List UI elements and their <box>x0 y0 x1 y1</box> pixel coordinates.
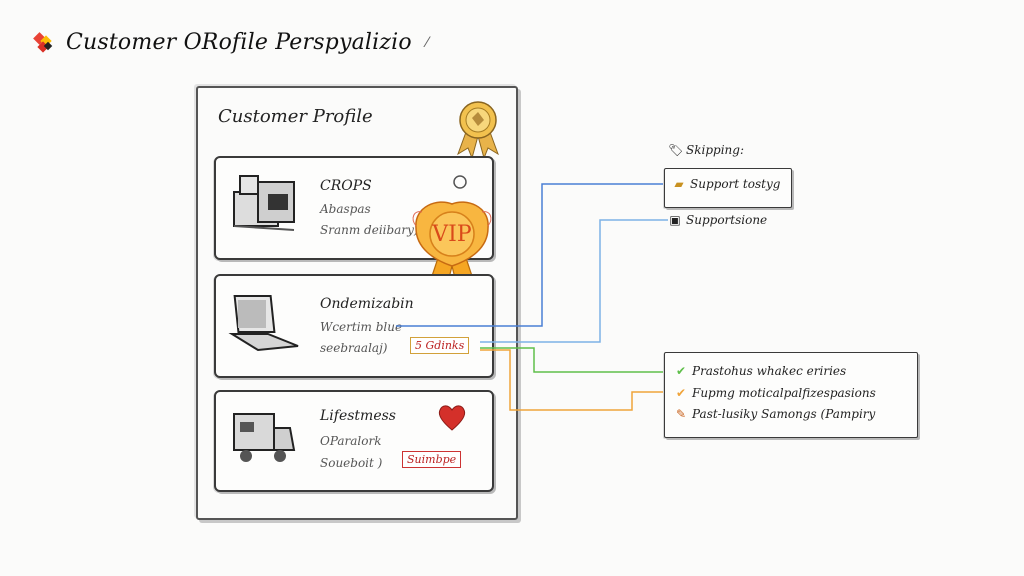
card-detail: Sranm deiibary) <box>320 223 419 237</box>
truck-icon <box>233 413 296 462</box>
card-detail: seebraalaj) <box>320 341 388 355</box>
check-icon: ✔ <box>675 364 687 378</box>
profile-panel <box>196 86 518 520</box>
page-title: Customer ORofile Perspyalizio <box>66 30 412 55</box>
panel-title: Customer Profile <box>218 106 373 127</box>
luggage-icon <box>233 175 295 231</box>
laptop-icon <box>228 295 299 352</box>
list-item[interactable]: ✔Prastohus whakec eriries <box>675 364 847 378</box>
title-bar: Customer ORofile Perspyalizio ⁄ <box>32 30 428 55</box>
radio-circle-icon[interactable] <box>452 174 468 190</box>
pencil-icon: ✎ <box>675 407 687 421</box>
folder-icon: ▰ <box>674 177 684 191</box>
list-item[interactable]: ▰Support tostyg <box>672 177 780 191</box>
check-icon: ✔ <box>675 386 687 400</box>
vip-label: VIP <box>432 222 472 247</box>
links-tag[interactable]: 5 Gdinks <box>410 337 470 354</box>
pencil-mark-icon: ⁄ <box>425 34 429 51</box>
card-title: Ondemizabin <box>320 296 414 312</box>
box-icon: ▣ <box>669 213 681 227</box>
list-item[interactable]: 🏷Skipping: <box>668 143 744 157</box>
list-item[interactable]: ✎Past-lusiky Samongs (Pampiry <box>675 407 876 421</box>
subscribe-tag[interactable]: Suimbpe <box>402 451 462 468</box>
support-box <box>664 168 792 208</box>
list-item[interactable]: ▣Supportsione <box>669 213 768 227</box>
list-item[interactable]: ✔Fupmg moticalpalfizespasions <box>675 386 876 400</box>
heart-icon <box>438 405 466 431</box>
card-title: Lifestmess <box>320 408 396 424</box>
personalization-box <box>664 352 918 438</box>
card-detail: Abaspas <box>320 202 371 216</box>
logo-icon <box>33 31 53 53</box>
tag-icon: 🏷 <box>668 143 684 157</box>
medal-icon <box>457 101 499 160</box>
card-title: CROPS <box>320 178 372 194</box>
card-detail: Soueboit ) <box>320 456 383 470</box>
card-detail: Wcertim blue <box>320 320 403 334</box>
card-detail: OParalork <box>320 434 382 448</box>
